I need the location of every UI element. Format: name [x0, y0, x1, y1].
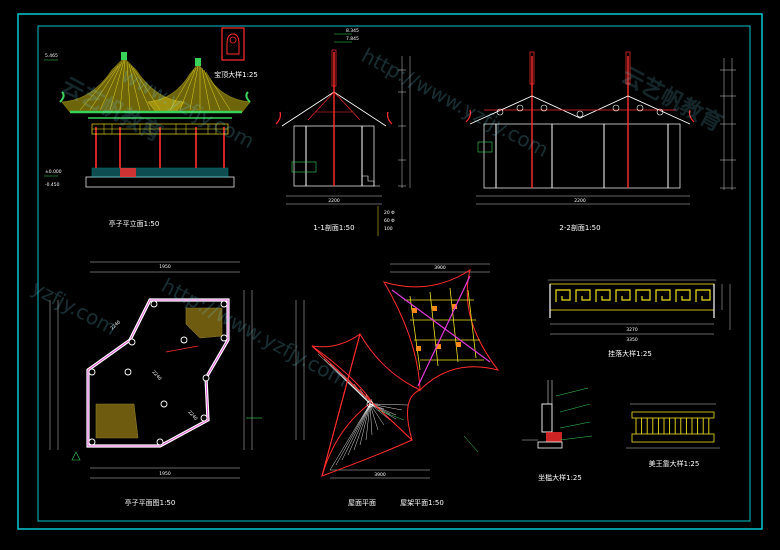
dim-section1-top: 2200 [328, 198, 340, 204]
railing-detail [626, 403, 720, 449]
svg-text:100: 100 [384, 226, 393, 232]
drawing-frame [17, 13, 763, 530]
dim-lattice-total: 3350 [626, 337, 638, 343]
rafter-line [347, 403, 371, 456]
label-elevation: 亭子平立面1:50 [109, 219, 160, 228]
rafter-line [369, 403, 409, 406]
rafter-line [369, 403, 385, 426]
watermark: yzfjy.com [28, 275, 121, 340]
svg-text:±0.000: ±0.000 [45, 169, 62, 175]
label-bench: 坐槛大样1:25 [538, 473, 582, 482]
rafter-line [369, 403, 397, 416]
label-lattice: 挂落大样1:25 [608, 349, 652, 358]
roof-plan [295, 263, 500, 479]
label-railing: 美王靠大样1:25 [649, 459, 700, 468]
label-floor-plan: 亭子平面图1:50 [125, 498, 176, 507]
watermark: 云艺帆教育 [617, 62, 726, 137]
bench-detail [522, 380, 593, 449]
rafter-line [341, 403, 371, 461]
dim-plan-top: 1950 [159, 264, 171, 270]
svg-text:7.845: 7.845 [346, 36, 359, 42]
dim-section2-top: 2200 [574, 198, 586, 204]
rafter-line [335, 403, 371, 466]
pavilion-elevation: 5.465 ±0.000 -0.450 [44, 52, 251, 188]
rafter-line [353, 403, 371, 451]
rafter-line [329, 403, 371, 471]
svg-text:8.345: 8.345 [346, 28, 359, 34]
svg-text:-0.450: -0.450 [45, 182, 60, 188]
rafter-line [365, 403, 371, 441]
svg-text:5.465: 5.465 [45, 53, 58, 59]
svg-text:60 Φ: 60 Φ [384, 218, 395, 224]
label-section1: 1-1剖面1:50 [313, 223, 354, 232]
dim-roof-bottom: 3900 [374, 472, 386, 478]
label-finial: 宝顶大样1:25 [214, 70, 258, 79]
watermark: http://www.yzfjy.com [358, 43, 553, 162]
dim-lattice-inner: 3270 [626, 327, 638, 333]
rafter-line [369, 403, 391, 421]
rafter-line [359, 403, 371, 446]
finial-detail [221, 27, 245, 61]
rafter-line [369, 403, 373, 436]
rafter-line [369, 403, 379, 431]
dim-plan-diag-2: 2240 [151, 369, 163, 382]
section-1-1: 8.345 7.845 20 Φ 60 Φ 100 [275, 28, 411, 236]
floor-plan [49, 261, 262, 479]
lattice-detail [548, 279, 731, 335]
watermark: http://www.yzfjy.com [158, 273, 353, 392]
svg-text:20 Φ: 20 Φ [384, 210, 395, 216]
section-2-2 [465, 51, 736, 205]
label-beam-plan: 屋架平面1:50 [400, 499, 444, 507]
dim-plan-diag-3: 2240 [187, 409, 199, 422]
label-roof-plan: 屋面平面 [348, 499, 376, 507]
rafter-line [369, 403, 397, 420]
dim-roof-top: 3900 [434, 265, 446, 271]
dim-plan-bottom: 1950 [159, 471, 171, 477]
label-section2: 2-2剖面1:50 [559, 223, 600, 232]
